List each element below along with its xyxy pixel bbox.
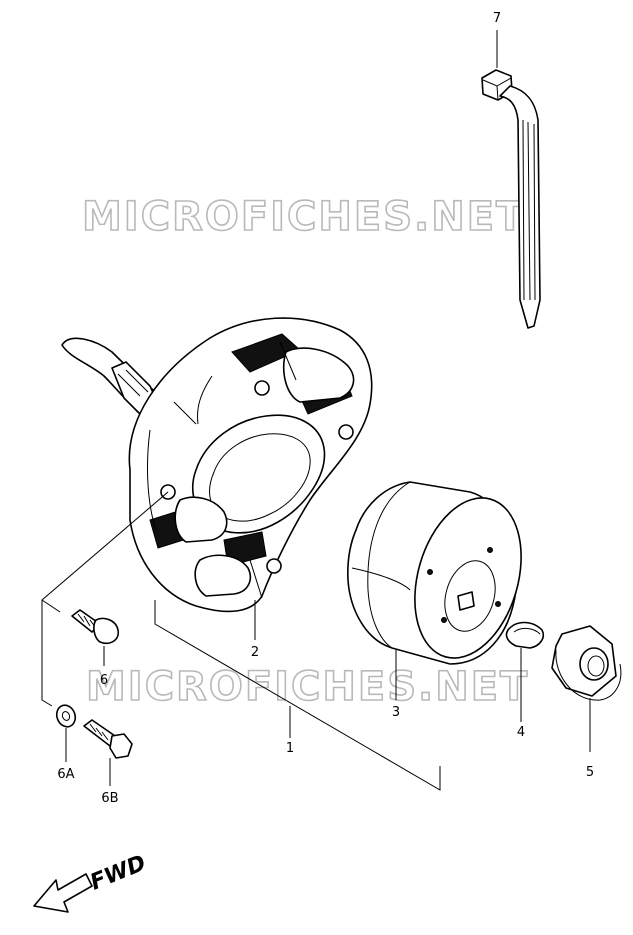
part-2-stator — [61, 317, 373, 640]
callout-3: 3 — [392, 705, 400, 720]
assembly-bracket-1 — [154, 600, 441, 791]
callout-5: 5 — [586, 765, 594, 780]
part-5-nut — [551, 625, 622, 752]
forward-arrow-icon — [33, 873, 93, 913]
callout-6b: 6B — [101, 791, 118, 806]
callout-6a: 6A — [57, 767, 74, 782]
callout-6: 6 — [100, 673, 108, 688]
callout-4: 4 — [517, 725, 525, 740]
part-6a-washer — [55, 704, 77, 762]
watermark-bottom: MICROFICHES.NET — [86, 664, 529, 710]
part-6-screw — [71, 609, 120, 666]
forward-direction-indicator: FWD — [33, 851, 150, 913]
fwd-label: FWD — [87, 851, 150, 896]
callout-1: 1 — [286, 741, 294, 756]
part-4-key — [505, 621, 545, 722]
screw-leader-lines — [41, 491, 169, 707]
callout-2: 2 — [251, 645, 259, 660]
part-3-rotor — [347, 481, 522, 700]
callout-7: 7 — [493, 11, 501, 26]
part-7-cable-clamp — [481, 30, 541, 329]
part-6b-bolt — [83, 719, 133, 786]
watermark-top: MICROFICHES.NET — [82, 194, 525, 240]
